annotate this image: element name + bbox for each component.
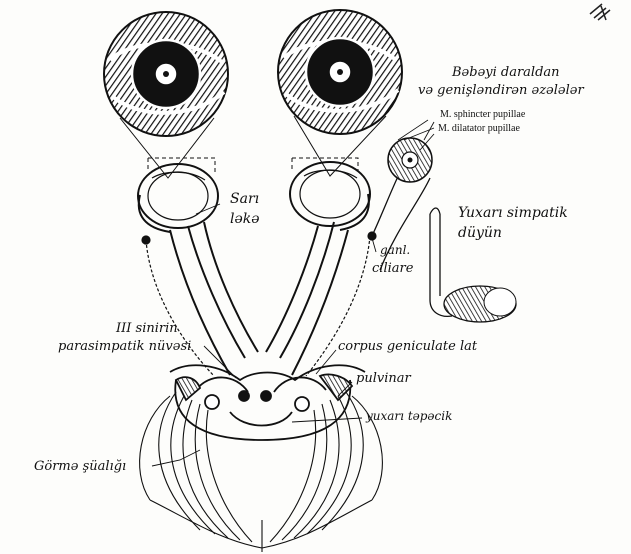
left-eyeball [138,164,218,232]
right-eyeball [290,162,370,230]
label-pulvinar: pulvinar [356,372,411,385]
corner-mark [590,4,610,20]
label-colliculus: yuxarı təpəcik [366,410,452,422]
label-sympathetic-line1: Yuxarı simpatik [458,206,568,220]
optic-nerves [170,222,348,375]
label-nucleus-line1: III sinirin [116,322,178,335]
label-optic-radiation: Görmə şüalığı [34,460,126,473]
label-yellow-spot-line2: ləkə [230,212,260,226]
label-pupil-muscles-line2: və genişləndirən əzələlər [418,84,584,97]
label-geniculate: corpus geniculate lat [338,340,477,353]
label-dilatator: M. dilatator pupillae [438,124,520,134]
pupil-muscle-figure [388,120,434,182]
label-yellow-spot-line1: Sarı [230,192,259,206]
left-eye-front-view [104,12,228,136]
label-sphincter: M. sphincter pupillae [440,110,525,120]
label-sympathetic-line2: düyün [458,226,502,240]
label-nucleus-line2: parasimpatik nüvəsi [58,340,191,353]
midbrain-region [170,365,365,440]
label-ganglion-line1: ganl. [380,244,410,256]
label-ganglion-line2: ciliare [372,262,413,275]
label-pupil-muscles-line1: Bəbəyi daraldan [452,66,560,79]
optic-radiation-fibers [140,392,383,552]
right-eye-front-view [278,10,402,134]
